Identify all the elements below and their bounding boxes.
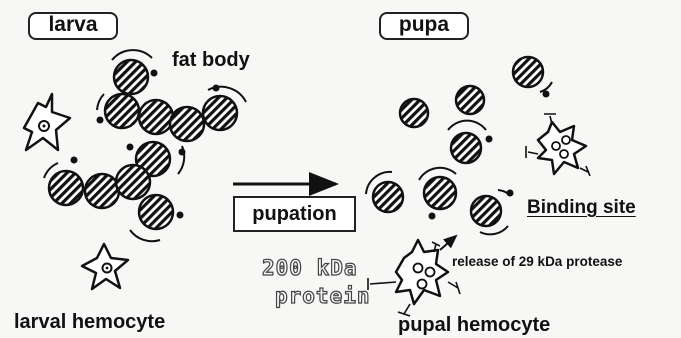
fat-body-cell <box>44 157 83 206</box>
pupa-text: pupa <box>399 13 449 36</box>
pupal-hemocyte-top <box>526 114 590 176</box>
pupal-hemocyte-bottom <box>368 240 460 316</box>
fat-body-cell <box>97 94 140 128</box>
fat-body-cell <box>170 107 204 141</box>
binding-site-label: Binding site <box>527 198 636 217</box>
pupal-cell <box>400 99 428 127</box>
pupal-cell <box>513 57 552 98</box>
larval-hemocyte-label: larval hemocyte <box>14 312 165 332</box>
larval-fat-body-cluster <box>44 50 246 241</box>
pupation-box: pupation <box>233 196 356 232</box>
fat-body-cell <box>116 165 150 199</box>
larval-hemocyte-bottom <box>82 244 128 289</box>
larva-text: larva <box>48 13 97 36</box>
pupal-cell <box>456 86 484 114</box>
pupal-cell <box>366 172 403 212</box>
fat-body-label: fat body <box>172 50 250 70</box>
release-protease-label: release of 29 kDa protease <box>452 255 622 269</box>
protein-label-line2: protein <box>275 286 371 307</box>
larval-hemocyte-top <box>24 94 70 150</box>
protein-label-line1: 200 kDa <box>262 258 358 279</box>
release-arrow <box>440 236 456 250</box>
pupal-cell <box>471 190 514 235</box>
pupation-text: pupation <box>252 203 336 225</box>
fat-body-cell <box>112 50 158 94</box>
fat-body-cell <box>130 195 184 241</box>
larva-stage-label: larva <box>28 12 118 40</box>
pupal-cell <box>448 121 493 163</box>
pupal-fat-body-cells <box>366 57 552 234</box>
fat-body-cell <box>85 174 119 208</box>
pupa-stage-label: pupa <box>379 12 469 40</box>
pupal-cell <box>419 168 456 220</box>
pupal-hemocyte-label: pupal hemocyte <box>398 315 550 335</box>
fat-body-cell <box>203 85 246 131</box>
fat-body-cell <box>139 100 173 134</box>
